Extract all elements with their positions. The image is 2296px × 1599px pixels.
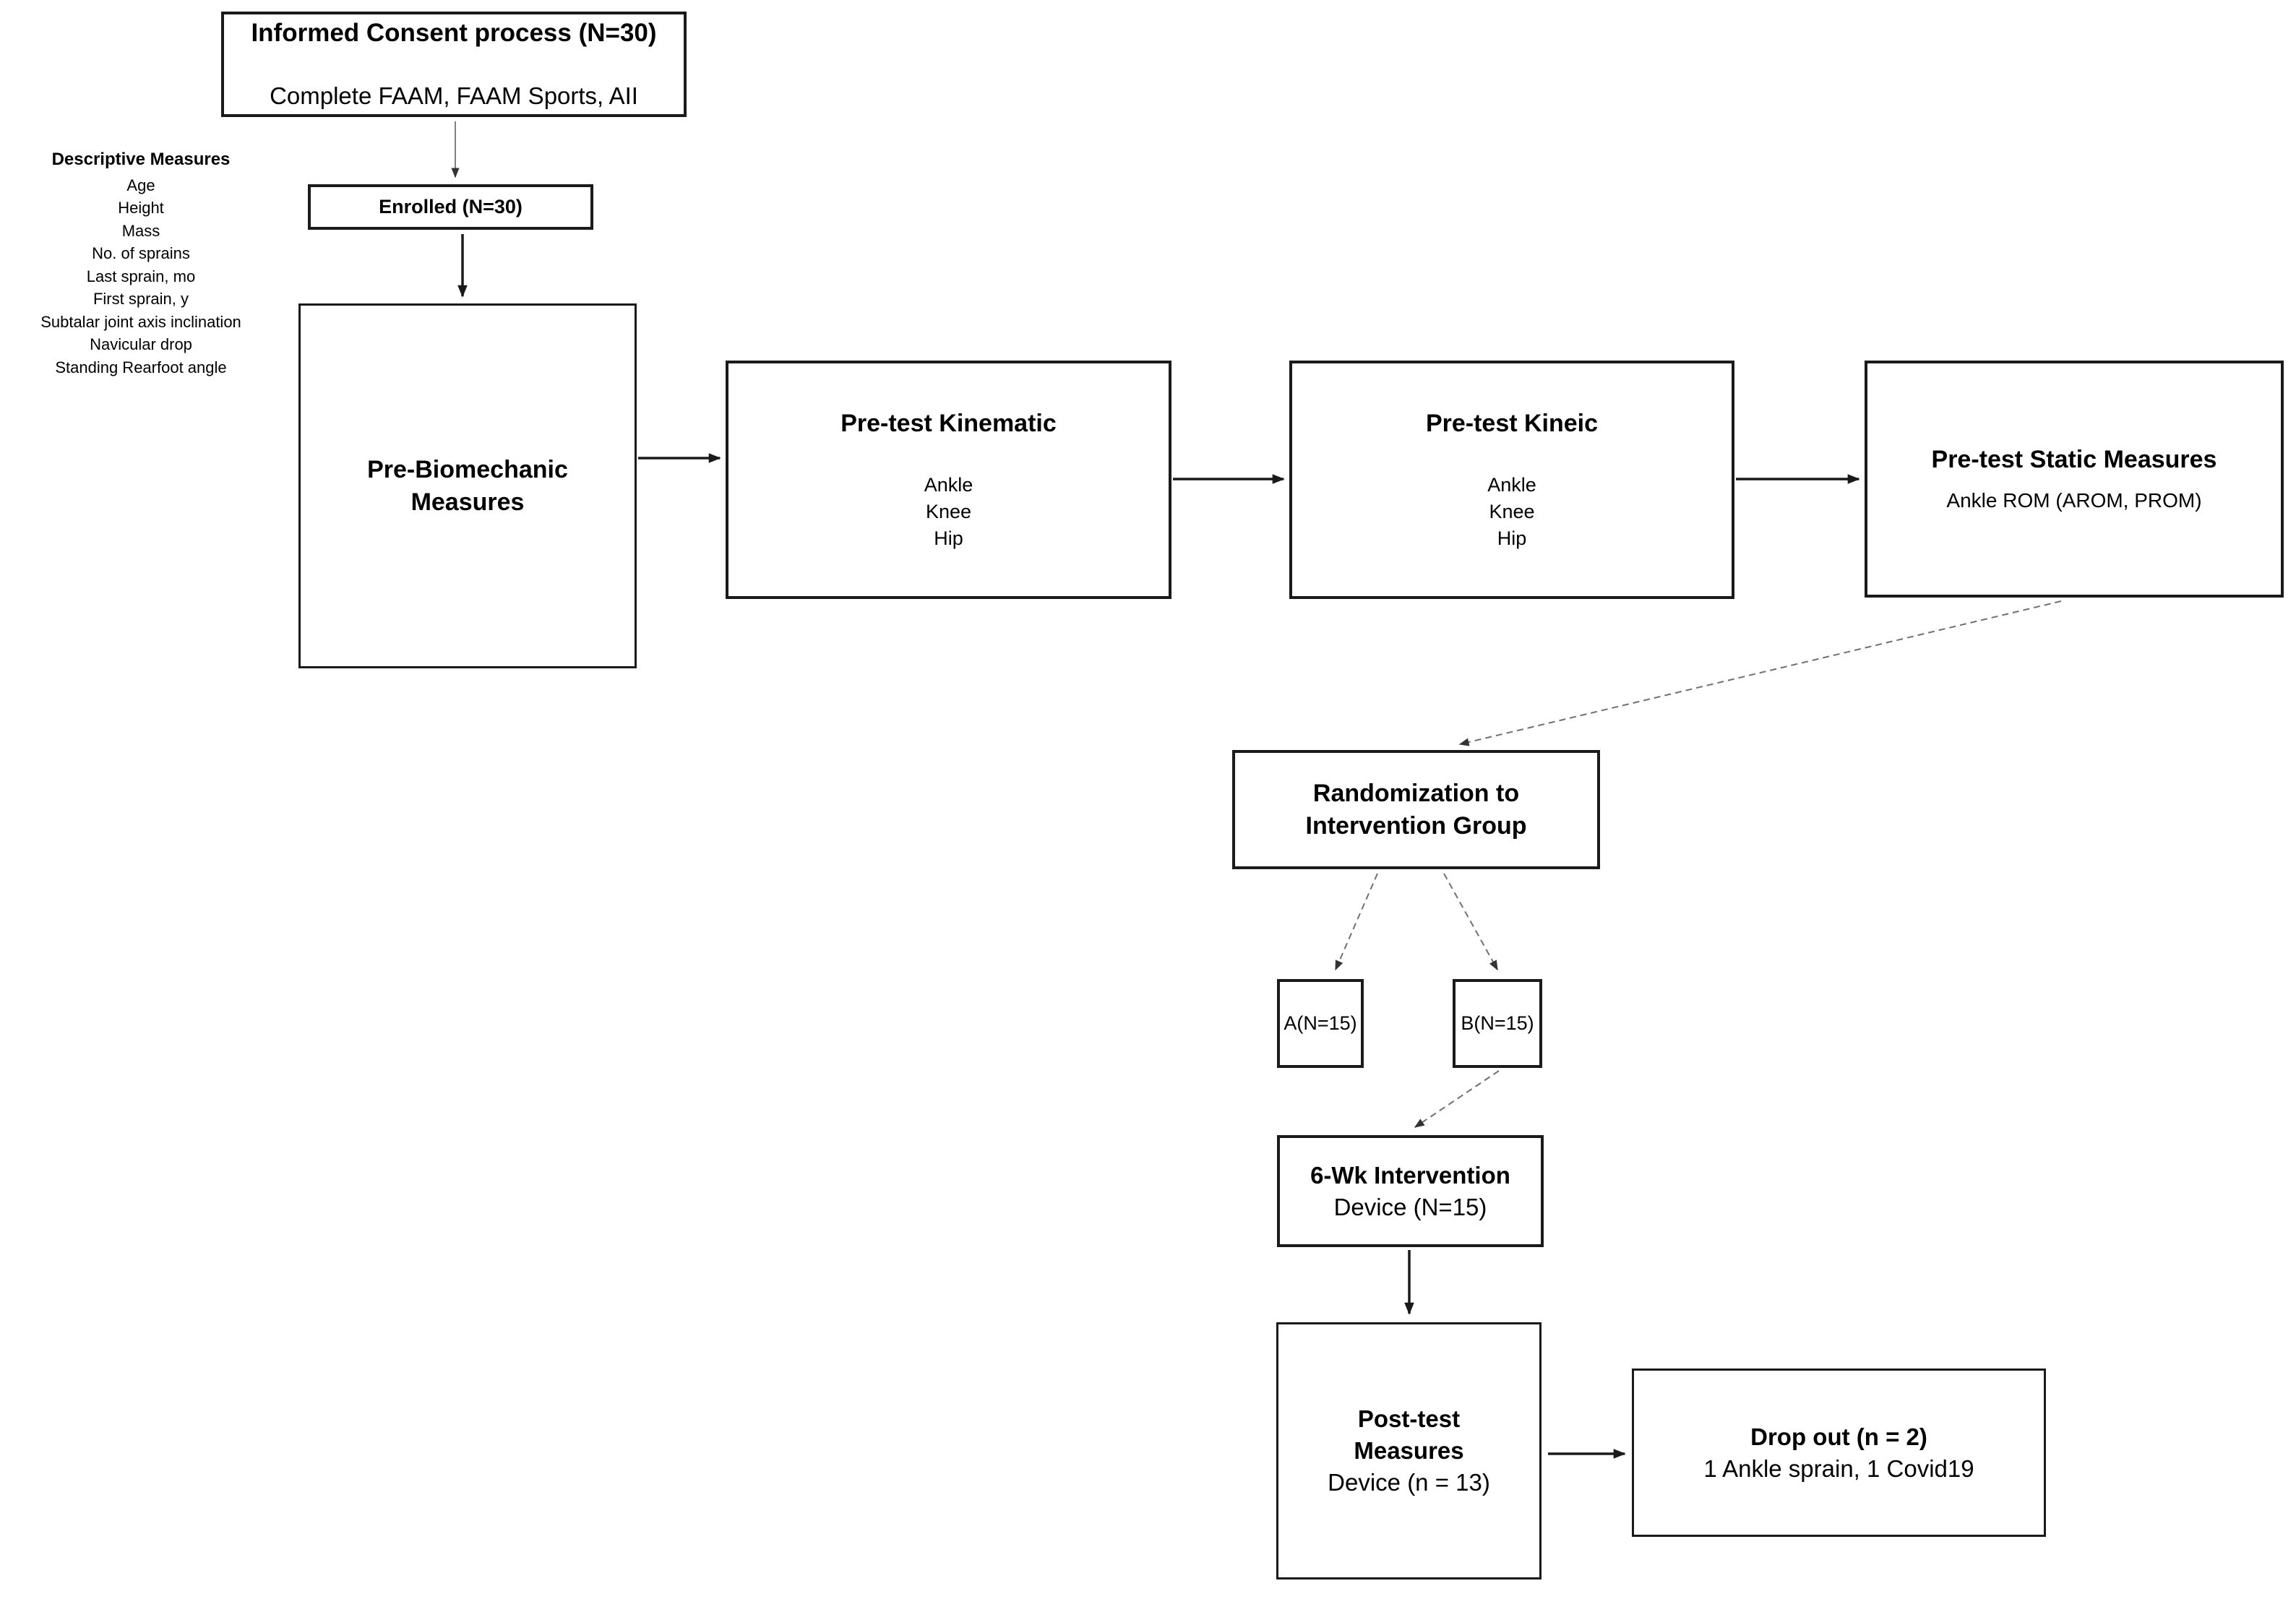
pretest-kineic-title: Pre-test Kineic: [1425, 410, 1599, 438]
kinematic-item-ankle: Ankle: [924, 473, 973, 496]
arrow-randomization-to-group-a: [1335, 873, 1378, 971]
descriptive-item-rearfoot: Standing Rearfoot angle: [55, 358, 227, 376]
sixwk-intervention-title: 6-Wk Intervention: [1310, 1161, 1510, 1189]
pretest-static-title: Pre-test Static Measures: [1931, 446, 2217, 474]
dropout-title: Drop out (n = 2): [1750, 1423, 1927, 1450]
pretest-kinematic-title: Pre-test Kinematic: [840, 410, 1057, 438]
pre-biomechanic-box: Pre-Biomechanic Measures: [298, 303, 637, 668]
informed-consent-subtitle: Complete FAAM, FAAM Sports, AII: [270, 82, 638, 110]
descriptive-measures-list: Descriptive Measures Age Height Mass No.…: [11, 148, 271, 379]
pretest-static-subtitle: Ankle ROM (AROM, PROM): [1946, 488, 2202, 512]
kineic-item-hip: Hip: [1497, 527, 1527, 549]
arrow-static-to-randomization: [1458, 600, 2062, 746]
pretest-kinematic-items: Ankle Knee Hip: [924, 472, 973, 552]
dropout-box: Drop out (n = 2) 1 Ankle sprain, 1 Covid…: [1632, 1369, 2046, 1537]
sixwk-intervention-subtitle: Device (N=15): [1333, 1193, 1487, 1220]
group-b-box: B(N=15): [1453, 979, 1542, 1068]
randomization-line2: Intervention Group: [1305, 811, 1527, 840]
group-a-box: A(N=15): [1277, 979, 1364, 1068]
informed-consent-title: Informed Consent process (N=30): [251, 19, 657, 48]
enrolled-label: Enrolled (N=30): [379, 195, 523, 217]
group-a-label: A(N=15): [1284, 1012, 1357, 1034]
pre-biomechanic-line2: Measures: [410, 488, 525, 516]
arrow-group-b-to-sixwk: [1414, 1070, 1500, 1128]
dropout-subtitle: 1 Ankle sprain, 1 Covid19: [1703, 1454, 1974, 1482]
descriptive-measures-title: Descriptive Measures: [51, 150, 231, 169]
arrow-randomization-to-group-b: [1443, 873, 1498, 971]
pre-biomechanic-line1: Pre-Biomechanic: [367, 455, 568, 483]
kinematic-item-hip: Hip: [934, 527, 963, 549]
descriptive-item-age: Age: [126, 176, 155, 194]
descriptive-item-height: Height: [118, 199, 164, 217]
kinematic-item-knee: Knee: [925, 500, 972, 522]
group-b-label: B(N=15): [1461, 1012, 1534, 1034]
pretest-static-box: Pre-test Static Measures Ankle ROM (AROM…: [1865, 361, 2284, 598]
pretest-kinematic-box: Pre-test Kinematic Ankle Knee Hip: [726, 361, 1171, 599]
descriptive-item-first-sprain: First sprain, y: [93, 290, 189, 308]
descriptive-item-sprains: No. of sprains: [92, 244, 190, 262]
posttest-measures-box: Post-test Measures Device (n = 13): [1276, 1322, 1542, 1579]
informed-consent-box: Informed Consent process (N=30) Complete…: [221, 12, 687, 117]
descriptive-item-mass: Mass: [121, 221, 160, 240]
kineic-item-ankle: Ankle: [1487, 473, 1536, 496]
randomization-line1: Randomization to: [1312, 779, 1520, 807]
kineic-item-knee: Knee: [1489, 500, 1535, 522]
descriptive-item-subtalar: Subtalar joint axis inclination: [40, 312, 241, 331]
descriptive-item-last-sprain: Last sprain, mo: [86, 267, 196, 285]
posttest-line2: Measures: [1354, 1437, 1464, 1464]
posttest-line3: Device (n = 13): [1328, 1469, 1490, 1496]
randomization-box: Randomization to Intervention Group: [1232, 750, 1600, 869]
pretest-kineic-items: Ankle Knee Hip: [1487, 472, 1536, 552]
posttest-line1: Post-test: [1357, 1405, 1461, 1432]
enrolled-box: Enrolled (N=30): [308, 184, 593, 230]
pretest-kineic-box: Pre-test Kineic Ankle Knee Hip: [1289, 361, 1734, 599]
sixwk-intervention-box: 6-Wk Intervention Device (N=15): [1277, 1135, 1544, 1247]
descriptive-item-navicular: Navicular drop: [90, 335, 192, 353]
